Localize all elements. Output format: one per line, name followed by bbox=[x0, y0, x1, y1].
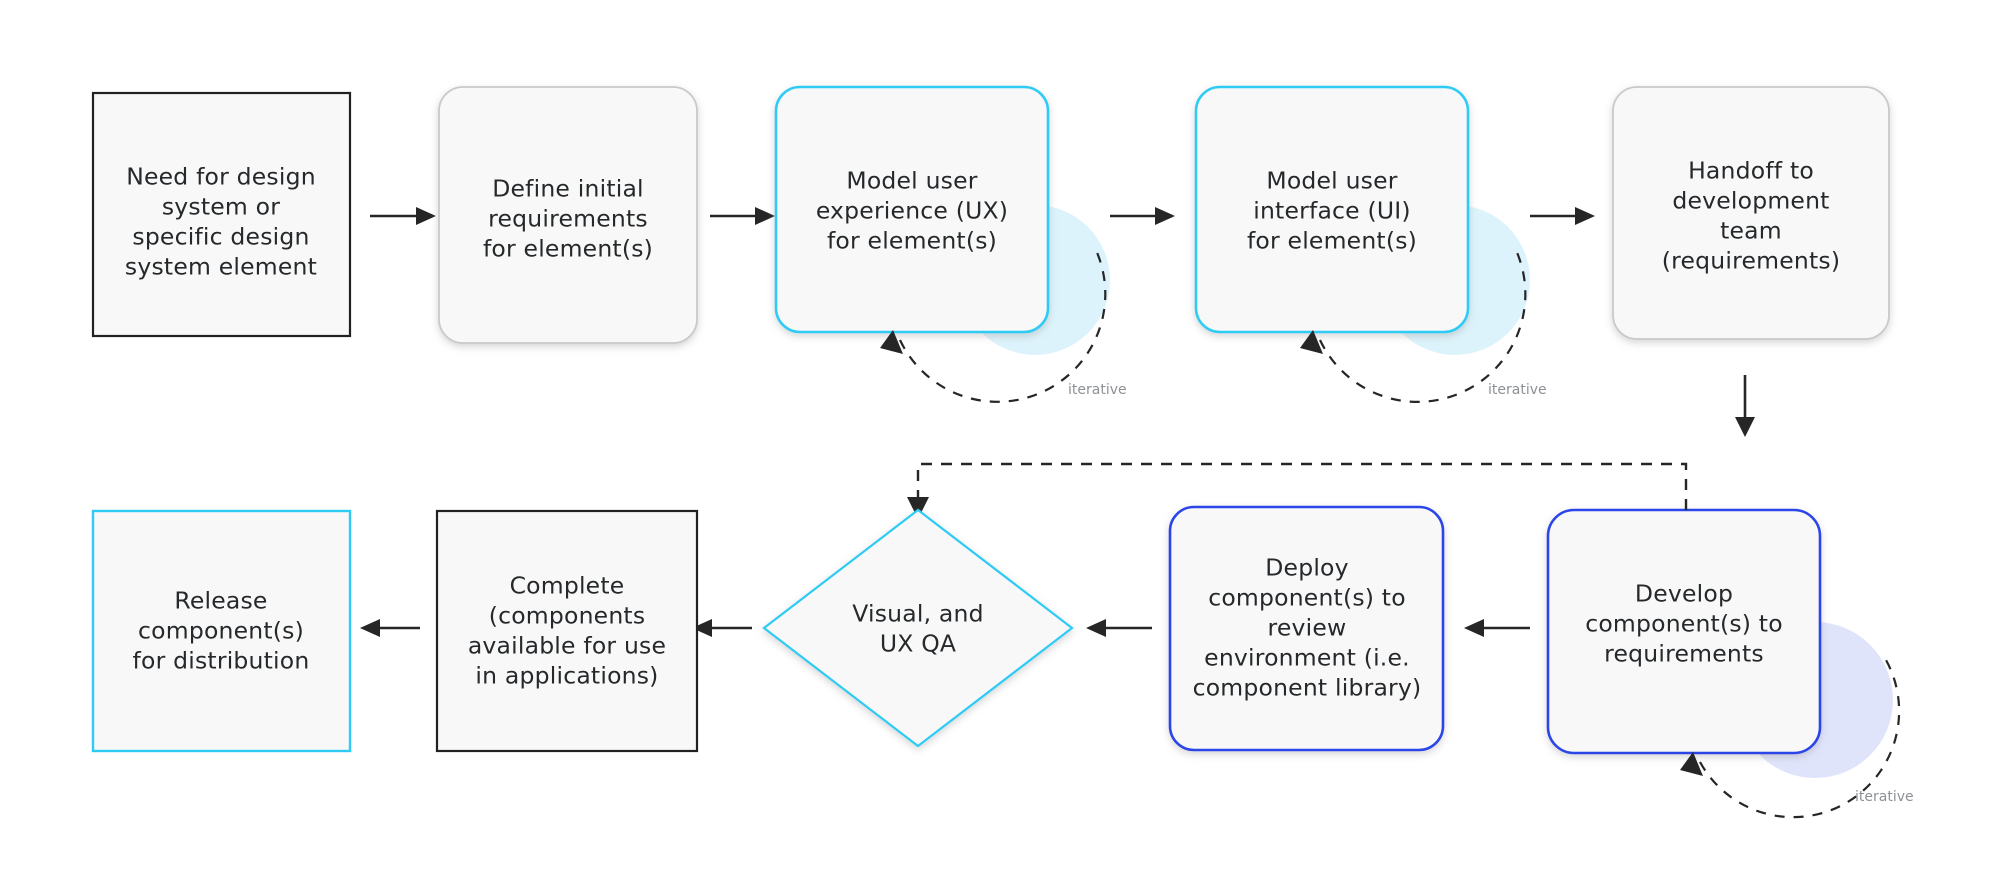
node-model-ui-line-1: interface (UI) bbox=[1253, 197, 1411, 225]
loop-ui-label: iterative bbox=[1488, 382, 1547, 398]
node-model-ui[interactable]: Model user interface (UI) for element(s) bbox=[1194, 85, 1470, 334]
loop-ux-label: iterative bbox=[1068, 382, 1127, 398]
node-deploy-line-4: component library) bbox=[1193, 674, 1422, 702]
node-need-line-0: Need for design bbox=[126, 163, 316, 191]
node-deploy-line-2: review bbox=[1268, 614, 1347, 642]
node-complete-line-3: in applications) bbox=[475, 662, 658, 690]
node-develop[interactable]: Develop component(s) to requirements bbox=[1546, 508, 1822, 755]
loop-develop: iterative bbox=[1680, 659, 1914, 819]
node-deploy[interactable]: Deploy component(s) to review environmen… bbox=[1168, 505, 1445, 752]
connector-model-ux-to-model-ui bbox=[1110, 207, 1175, 225]
node-release-line-2: for distribution bbox=[133, 647, 310, 675]
loop-ux: iterative bbox=[880, 247, 1127, 403]
node-model-ux-line-1: experience (UX) bbox=[816, 197, 1008, 225]
node-handoff-shape[interactable] bbox=[1612, 86, 1890, 340]
node-handoff-line-3: (requirements) bbox=[1662, 247, 1840, 275]
node-release-line-1: component(s) bbox=[138, 617, 304, 645]
node-complete-line-2: available for use bbox=[468, 632, 666, 660]
node-deploy-line-0: Deploy bbox=[1265, 554, 1349, 582]
node-develop-shape[interactable] bbox=[1546, 508, 1822, 755]
node-qa-line-0: Visual, and bbox=[852, 600, 984, 628]
connector-define-to-model-ux bbox=[710, 207, 775, 225]
node-model-ux-line-2: for element(s) bbox=[827, 227, 997, 255]
connector-handoff-to-develop bbox=[1735, 375, 1755, 437]
connector-qa-to-complete bbox=[692, 619, 752, 637]
connector-complete-to-release bbox=[360, 619, 420, 637]
node-release[interactable]: Release component(s) for distribution bbox=[91, 509, 352, 753]
node-develop-line-0: Develop bbox=[1635, 580, 1733, 608]
node-qa-line-1: UX QA bbox=[880, 630, 956, 658]
connector-need-to-define bbox=[370, 207, 436, 225]
node-handoff-line-0: Handoff to bbox=[1688, 157, 1814, 185]
node-deploy-shape[interactable] bbox=[1168, 505, 1445, 752]
node-model-ux[interactable]: Model user experience (UX) for element(s… bbox=[774, 85, 1050, 334]
node-handoff[interactable]: Handoff to development team (requirement… bbox=[1612, 86, 1890, 340]
loop-ui: iterative bbox=[1300, 247, 1547, 403]
node-develop-line-2: requirements bbox=[1604, 640, 1764, 668]
node-complete-line-1: (components bbox=[489, 602, 646, 630]
connector-develop-to-deploy bbox=[1464, 619, 1530, 637]
node-release-line-0: Release bbox=[174, 587, 267, 615]
node-model-ux-shape[interactable] bbox=[774, 85, 1050, 334]
node-model-ui-line-0: Model user bbox=[1266, 167, 1397, 195]
loop-develop-label: iterative bbox=[1855, 789, 1914, 805]
node-need[interactable]: Need for design system or specific desig… bbox=[91, 91, 352, 338]
node-qa[interactable]: Visual, and UX QA bbox=[762, 508, 1074, 748]
node-deploy-line-1: component(s) to bbox=[1208, 584, 1406, 612]
node-define-line-1: requirements bbox=[488, 205, 648, 233]
node-define-line-0: Define initial bbox=[492, 175, 644, 203]
node-handoff-line-2: team bbox=[1720, 217, 1782, 245]
node-define[interactable]: Define initial requirements for element(… bbox=[438, 86, 698, 344]
connector-develop-back-to-qa bbox=[907, 462, 1688, 519]
node-model-ui-line-2: for element(s) bbox=[1247, 227, 1417, 255]
node-define-line-2: for element(s) bbox=[483, 235, 653, 263]
connector-model-ui-to-handoff bbox=[1530, 207, 1595, 225]
node-qa-shape[interactable] bbox=[762, 508, 1074, 748]
node-need-line-1: system or bbox=[162, 193, 280, 221]
node-release-shape[interactable] bbox=[91, 509, 352, 753]
node-deploy-line-3: environment (i.e. bbox=[1204, 644, 1410, 672]
node-complete-shape[interactable] bbox=[435, 509, 699, 753]
node-need-line-3: system element bbox=[125, 253, 317, 281]
node-model-ui-shape[interactable] bbox=[1194, 85, 1470, 334]
node-complete[interactable]: Complete (components available for use i… bbox=[435, 509, 699, 753]
node-need-line-2: specific design bbox=[132, 223, 309, 251]
connector-deploy-to-qa bbox=[1086, 619, 1152, 637]
node-model-ux-line-0: Model user bbox=[846, 167, 977, 195]
node-define-shape[interactable] bbox=[438, 86, 698, 344]
node-handoff-line-1: development bbox=[1672, 187, 1829, 215]
node-develop-line-1: component(s) to bbox=[1585, 610, 1783, 638]
node-complete-line-0: Complete bbox=[510, 572, 625, 600]
node-need-shape[interactable] bbox=[91, 91, 352, 338]
